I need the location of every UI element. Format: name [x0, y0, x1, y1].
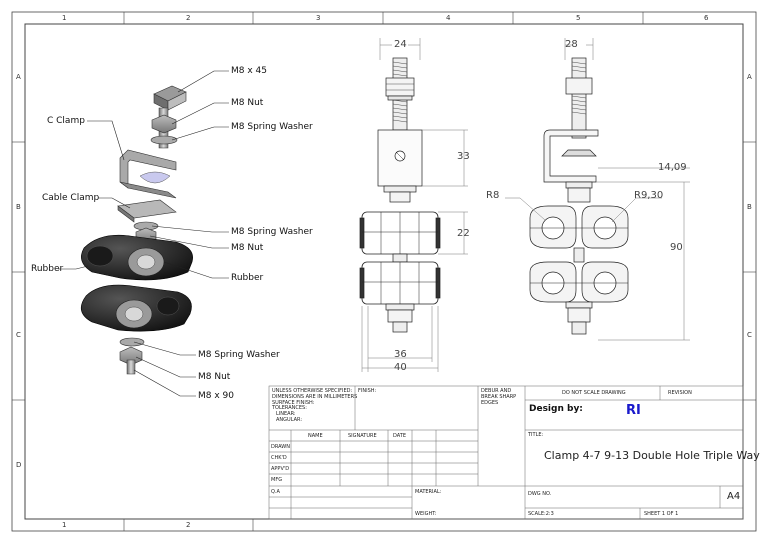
callout-m8-nut-mid: M8 Nut	[231, 243, 264, 253]
zone-row-b-right: B	[747, 203, 752, 211]
dwg-no-label: DWG NO.	[528, 491, 552, 497]
dim-side-width-28: 28	[565, 39, 578, 50]
dim-side-90: 90	[670, 242, 683, 253]
zone-col-3-top: 3	[316, 14, 321, 22]
col-name-header: NAME	[308, 433, 323, 439]
dim-front-width-24: 24	[394, 39, 407, 50]
sheet-count-label: SHEET 1 OF 1	[644, 511, 679, 517]
callout-rubber-left: Rubber	[31, 264, 64, 274]
zone-col-2-top: 2	[186, 14, 191, 22]
row-qa: Q.A	[271, 489, 280, 495]
zone-col-6-top: 6	[704, 14, 709, 22]
callout-m8x45: M8 x 45	[231, 66, 267, 76]
zone-row-a-left: A	[16, 73, 21, 81]
deburr-line-3: EDGES	[481, 399, 499, 406]
weight-label: WEIGHT:	[415, 511, 437, 517]
callout-rubber-right: Rubber	[231, 273, 264, 283]
dim-front-height-22: 22	[457, 228, 470, 239]
zone-row-c-left: C	[16, 331, 21, 339]
zone-col-5-top: 5	[576, 14, 581, 22]
title-block-grid	[268, 385, 744, 520]
callout-m8-spring-washer-mid: M8 Spring Washer	[231, 227, 313, 237]
zone-col-1-top: 1	[62, 14, 67, 22]
side-view-dimensions	[505, 38, 690, 341]
deburr-note: DEBUR AND BREAK SHARP EDGES	[481, 388, 517, 406]
note-tolerances: TOLERANCES:	[272, 405, 307, 412]
row-appvd: APPV'D	[271, 466, 290, 472]
callout-m8-nut-bottom: M8 Nut	[198, 372, 231, 382]
do-not-scale-label: DO NOT SCALE DRAWING	[562, 390, 626, 396]
zone-row-a-right: A	[747, 73, 752, 81]
front-view-dimensions	[361, 38, 468, 372]
tolerance-notes: UNLESS OTHERWISE SPECIFIED: DIMENSIONS A…	[272, 388, 358, 424]
col-date-header: DATE	[393, 433, 407, 439]
finish-label: FINISH:	[358, 388, 377, 394]
zone-row-d-left: D	[16, 461, 22, 469]
note-linear: LINEAR:	[276, 411, 296, 417]
deburr-line-2: BREAK SHARP	[481, 393, 517, 400]
callout-m8-spring-washer-top: M8 Spring Washer	[231, 122, 313, 132]
dim-front-width-40: 40	[394, 362, 407, 373]
dim-side-r8: R8	[486, 190, 500, 201]
row-chkd: CHK'D	[271, 455, 287, 461]
dim-front-width-36: 36	[394, 349, 407, 360]
front-view	[359, 57, 441, 333]
isometric-exploded-view	[80, 85, 193, 375]
side-view	[529, 57, 629, 335]
dim-side-14-09: 14,09	[658, 162, 687, 173]
design-by-label: Design by:	[529, 404, 583, 414]
callout-cable-clamp: Cable Clamp	[42, 193, 100, 203]
dim-side-r9-30: R9,30	[634, 190, 664, 201]
callout-leaders	[58, 70, 229, 397]
deburr-line-1: DEBUR AND	[481, 388, 512, 394]
drawing-title: Clamp 4-7 9-13 Double Hole Triple Way	[544, 449, 760, 462]
zone-col-4-top: 4	[446, 14, 451, 22]
design-by-value: RI	[626, 403, 641, 418]
note-dimensions-mm: DIMENSIONS ARE IN MILLIMETERS	[272, 393, 358, 400]
callout-c-clamp: C Clamp	[47, 116, 85, 126]
scale-label: SCALE:2:3	[528, 511, 554, 517]
title-label: TITLE:	[528, 432, 544, 438]
revision-label: REVISION	[668, 390, 692, 396]
note-angular: ANGULAR:	[276, 416, 303, 423]
callout-m8-nut-top: M8 Nut	[231, 98, 264, 108]
callout-m8-spring-washer-bottom: M8 Spring Washer	[198, 350, 280, 360]
zone-col-1-bottom: 1	[62, 521, 67, 529]
note-surface-finish: SURFACE FINISH:	[272, 399, 315, 406]
zone-col-2-bottom: 2	[186, 521, 191, 529]
material-label: MATERIAL:	[415, 489, 442, 495]
dim-front-height-33: 33	[457, 151, 470, 162]
col-signature-header: SIGNATURE	[348, 433, 377, 439]
zone-row-b-left: B	[16, 203, 21, 211]
row-mfg: MFG	[271, 477, 283, 483]
sheet-size: A4	[727, 491, 741, 502]
row-drawn: DRAWN	[271, 444, 290, 450]
callout-m8x90: M8 x 90	[198, 391, 234, 401]
note-unless-specified: UNLESS OTHERWISE SPECIFIED:	[272, 388, 353, 394]
zone-row-c-right: C	[747, 331, 752, 339]
